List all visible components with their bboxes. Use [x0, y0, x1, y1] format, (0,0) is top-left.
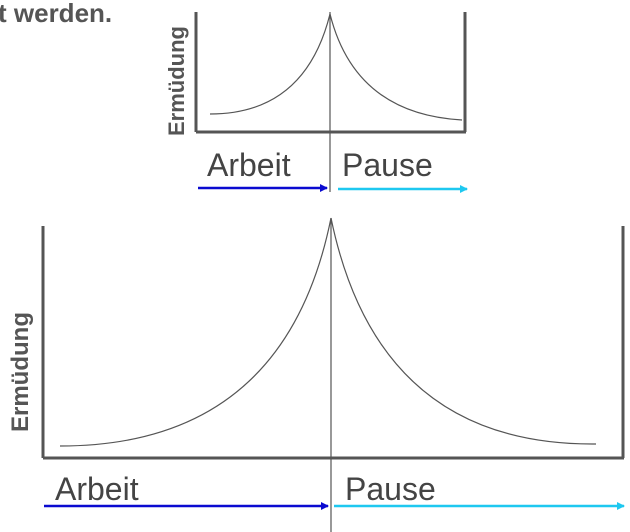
large-work-curve [59, 217, 332, 447]
large-ylabel: Ermüdung [7, 312, 34, 432]
small-work-curve [209, 13, 331, 115]
large-arbeit-label: Arbeit [55, 471, 139, 507]
small-arbeit-label: Arbeit [207, 147, 291, 183]
small-ylabel: Ermüdung [164, 26, 189, 136]
large-pause-curve [330, 217, 597, 445]
header-fragment: t werden. [0, 0, 112, 28]
small-pause-label: Pause [342, 147, 433, 183]
small-pause-curve [329, 13, 463, 121]
large-pause-label: Pause [345, 471, 436, 507]
large-diagram: Ermüdung Arbeit Pause [7, 217, 625, 532]
small-diagram: Ermüdung Arbeit Pause [164, 12, 468, 193]
